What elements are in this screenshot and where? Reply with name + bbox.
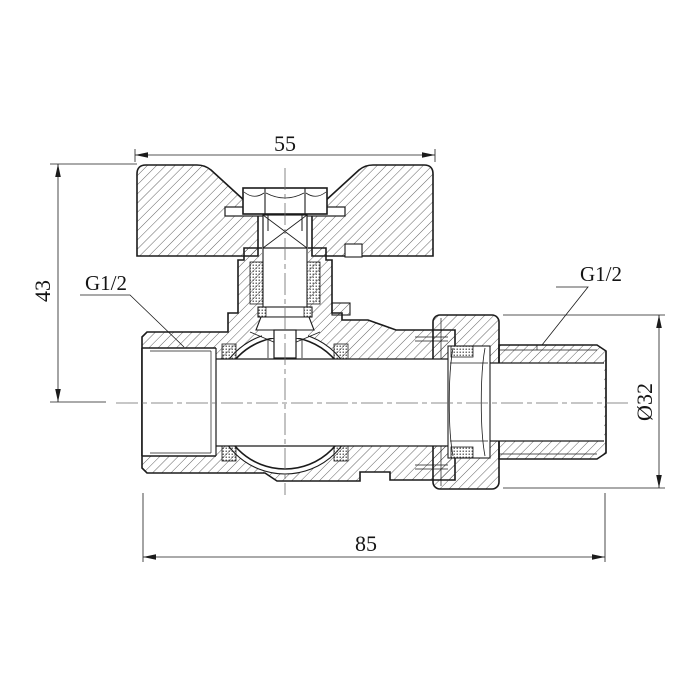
leader-line bbox=[541, 286, 589, 346]
union-joint bbox=[447, 345, 491, 459]
packing-left bbox=[249, 261, 264, 305]
chamber-top-edges bbox=[249, 331, 321, 344]
left-port-female-thread bbox=[141, 347, 217, 457]
washer-seal-right bbox=[303, 306, 313, 318]
ball-seats bbox=[221, 343, 349, 462]
seat-lower-right bbox=[333, 445, 349, 462]
nose-bore-lines bbox=[450, 362, 488, 442]
leader-right-thread bbox=[541, 286, 589, 346]
label-right-thread: G1/2 bbox=[580, 262, 622, 286]
arrowhead-top bbox=[656, 315, 662, 328]
seat-lower-left bbox=[221, 445, 237, 462]
seat-upper-left bbox=[221, 343, 237, 360]
washer-seal-left bbox=[257, 306, 267, 318]
dimension-height-to-axis bbox=[50, 163, 137, 403]
seat-upper-right bbox=[333, 343, 349, 360]
butterfly-handle bbox=[136, 164, 434, 257]
stem-collar-lines bbox=[267, 215, 303, 231]
handle-right-wing bbox=[311, 164, 434, 257]
leader-left-thread bbox=[80, 294, 185, 348]
leader-line bbox=[80, 294, 185, 348]
arrowhead-right bbox=[592, 554, 605, 560]
bore-lines bbox=[216, 358, 604, 447]
left-port-bore bbox=[142, 348, 216, 456]
arrowhead-left bbox=[143, 554, 156, 560]
centerlines bbox=[116, 168, 632, 495]
gasket-top bbox=[450, 345, 474, 358]
flow-channel bbox=[216, 359, 450, 446]
arrowhead-bottom bbox=[55, 389, 61, 402]
thread-detail-lines bbox=[415, 336, 607, 470]
dimension-union-diameter bbox=[503, 314, 665, 489]
packing-right bbox=[306, 261, 321, 305]
arrowhead-left bbox=[135, 152, 148, 158]
arrowhead-top bbox=[55, 164, 61, 177]
dim-text-85: 85 bbox=[355, 531, 377, 556]
arrowhead-right bbox=[422, 152, 435, 158]
dimension-handle-width bbox=[134, 149, 436, 162]
handle-left-wing bbox=[136, 164, 259, 257]
arrowhead-bottom bbox=[656, 475, 662, 488]
bonnet-stop-tab bbox=[331, 302, 351, 316]
left-port-crest-lines bbox=[142, 347, 216, 457]
dim-text-diameter: Ø32 bbox=[632, 383, 657, 421]
dimension-overall-length bbox=[142, 493, 606, 562]
dim-text-55: 55 bbox=[274, 131, 296, 156]
dim-text-43: 43 bbox=[30, 280, 55, 302]
handle-wing-slot bbox=[344, 243, 363, 258]
ball-slot-edges bbox=[267, 339, 303, 358]
left-port-root-lines bbox=[150, 350, 211, 454]
label-left-thread: G1/2 bbox=[85, 271, 127, 295]
gasket-bottom bbox=[450, 446, 474, 459]
tailpiece-bore bbox=[490, 363, 604, 441]
